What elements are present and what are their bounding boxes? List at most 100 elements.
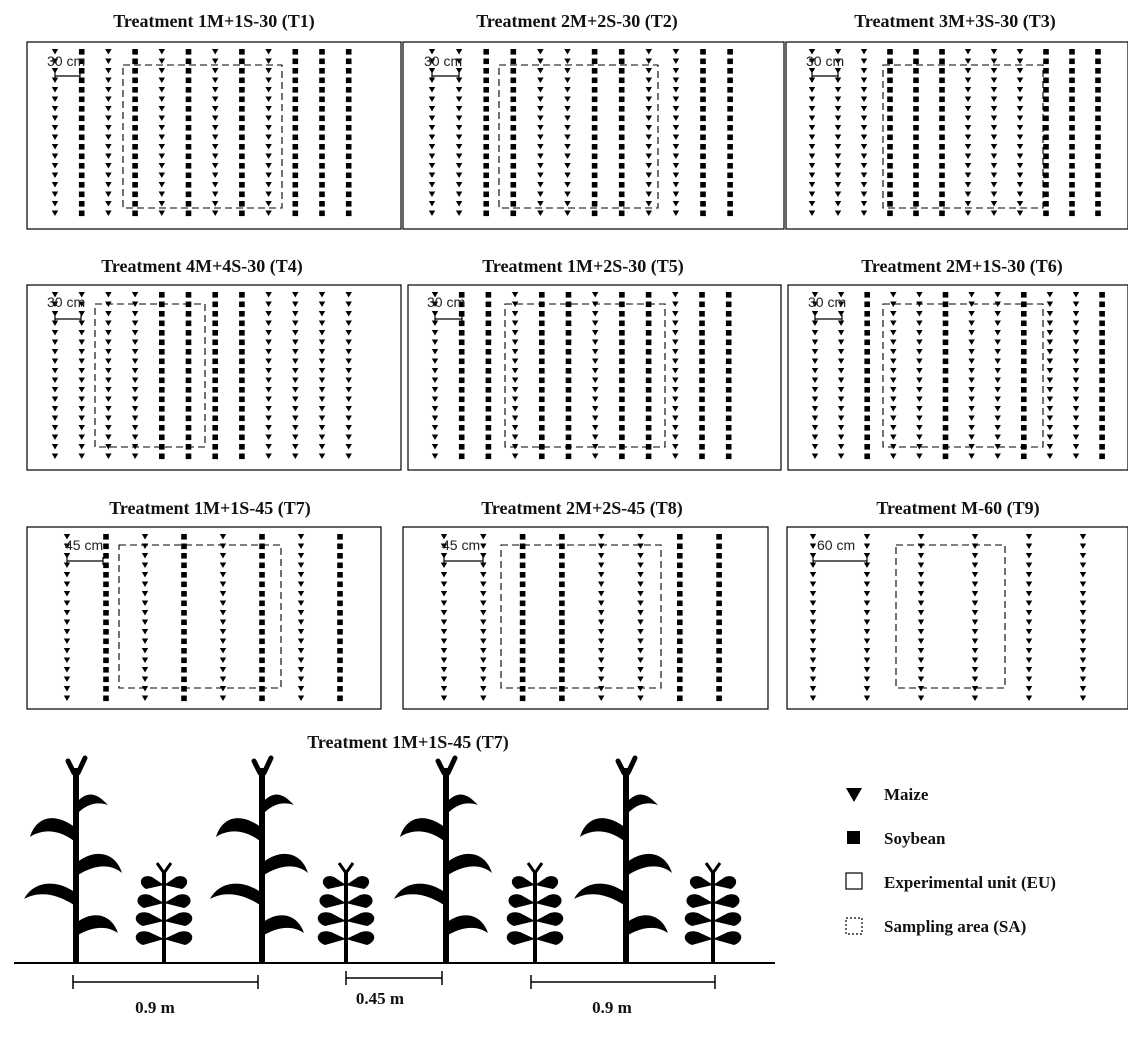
soybean-plant-marker bbox=[565, 358, 572, 365]
soybean-plant-marker bbox=[510, 106, 517, 112]
soybean-plant-marker bbox=[699, 349, 705, 355]
maize-plant-marker bbox=[345, 368, 352, 374]
soybean-row bbox=[913, 49, 919, 217]
maize-plant-marker bbox=[1025, 600, 1033, 606]
maize-plant-marker bbox=[890, 320, 897, 326]
maize-plant-marker bbox=[890, 387, 897, 393]
maize-plant-icon bbox=[24, 758, 122, 963]
maize-plant-marker bbox=[141, 572, 149, 578]
maize-plant-marker bbox=[994, 320, 1001, 326]
soybean-plant-marker bbox=[181, 534, 187, 540]
maize-plant-marker bbox=[837, 311, 845, 317]
maize-plant-marker bbox=[863, 600, 871, 606]
maize-plant-marker bbox=[1046, 425, 1054, 431]
soybean-plant-marker bbox=[239, 349, 245, 355]
maize-plant-marker bbox=[440, 610, 448, 616]
soybean-row bbox=[887, 49, 893, 217]
maize-plant-marker bbox=[637, 534, 644, 540]
soybean-plant-marker bbox=[337, 619, 343, 626]
maize-plant-marker bbox=[1025, 610, 1033, 616]
soybean-plant-marker bbox=[485, 377, 492, 384]
soybean-plant-marker bbox=[103, 543, 109, 550]
maize-plant-marker bbox=[480, 676, 487, 682]
soybean-plant-marker bbox=[942, 320, 949, 327]
maize-plant-marker bbox=[440, 572, 448, 578]
maize-plant-marker bbox=[63, 676, 71, 682]
soybean-plant-marker bbox=[1021, 320, 1027, 327]
maize-plant-marker bbox=[431, 453, 439, 459]
soybean-plant-marker bbox=[319, 210, 325, 217]
soybean-plant-marker bbox=[677, 695, 683, 702]
maize-plant-marker bbox=[440, 534, 448, 540]
maize-plant-marker bbox=[811, 406, 819, 412]
maize-plant-marker bbox=[672, 368, 679, 374]
soybean-plant-icon bbox=[505, 861, 565, 965]
soybean-plant-marker bbox=[458, 292, 465, 298]
soybean-row bbox=[565, 292, 572, 460]
soybean-plant-marker bbox=[1069, 134, 1075, 141]
maize-plant-marker bbox=[1072, 434, 1080, 440]
maize-plant-marker bbox=[219, 581, 227, 587]
soybean-plant-marker bbox=[539, 339, 545, 346]
maize-plant-marker bbox=[1072, 387, 1080, 393]
soybean-plant-marker bbox=[519, 591, 526, 597]
dimension-label: 0.45 m bbox=[356, 989, 404, 1008]
soybean-plant-marker bbox=[699, 301, 705, 308]
soybean-plant-marker bbox=[887, 182, 893, 188]
maize-plant-marker bbox=[131, 339, 139, 345]
maize-plant-marker bbox=[860, 58, 868, 64]
maize-plant-marker bbox=[808, 153, 816, 159]
maize-plant-marker bbox=[990, 210, 998, 216]
soybean-plant-marker bbox=[510, 182, 517, 188]
soybean-plant-marker bbox=[887, 68, 893, 74]
maize-plant-marker bbox=[78, 425, 85, 431]
maize-plant-marker bbox=[809, 686, 817, 692]
soybean-plant-marker bbox=[319, 182, 325, 188]
soybean-row bbox=[716, 534, 722, 702]
soybean-plant-marker bbox=[259, 667, 265, 673]
maize-plant-marker bbox=[265, 425, 272, 431]
soybean-plant-marker bbox=[185, 125, 192, 131]
soybean-plant-marker bbox=[565, 349, 572, 355]
maize-plant-marker bbox=[645, 134, 652, 140]
soybean-plant-marker bbox=[259, 562, 265, 569]
maize-plant-marker bbox=[971, 648, 979, 654]
soybean-plant-marker bbox=[913, 134, 919, 141]
maize-plant-marker bbox=[837, 320, 845, 326]
maize-plant-marker bbox=[1072, 358, 1080, 364]
soybean-plant-marker bbox=[913, 106, 919, 112]
maize-plant-marker bbox=[1016, 115, 1024, 121]
maize-plant-marker bbox=[672, 153, 680, 159]
soybean-plant-marker bbox=[239, 115, 245, 122]
soybean-plant-marker bbox=[458, 453, 465, 460]
maize-plant-marker bbox=[219, 695, 227, 701]
maize-plant-marker bbox=[537, 163, 544, 169]
maize-plant-marker bbox=[297, 619, 305, 625]
maize-plant-marker bbox=[431, 444, 439, 450]
maize-plant-marker bbox=[78, 330, 85, 336]
maize-plant-marker bbox=[834, 191, 842, 197]
soybean-row bbox=[699, 292, 705, 460]
soybean-row bbox=[1021, 292, 1027, 460]
soybean-plant-marker bbox=[259, 610, 265, 616]
soybean-plant-marker bbox=[913, 191, 919, 198]
maize-plant-marker bbox=[78, 320, 85, 326]
maize-plant-marker bbox=[592, 406, 599, 412]
maize-plant-marker bbox=[971, 534, 979, 540]
maize-plant-marker bbox=[1016, 163, 1024, 169]
maize-plant-marker bbox=[564, 115, 571, 121]
maize-plant-marker bbox=[860, 134, 868, 140]
legend-label: Experimental unit (EU) bbox=[884, 873, 1056, 892]
maize-plant-marker bbox=[964, 144, 972, 150]
maize-plant-marker bbox=[860, 77, 868, 83]
soybean-plant-marker bbox=[727, 210, 733, 217]
maize-plant-marker bbox=[455, 87, 463, 93]
maize-row bbox=[78, 292, 85, 459]
maize-plant-marker bbox=[1016, 77, 1024, 83]
soybean-plant-marker bbox=[618, 106, 625, 112]
soybean-plant-marker bbox=[103, 600, 109, 607]
soybean-plant-marker bbox=[78, 58, 85, 65]
maize-plant-marker bbox=[51, 358, 59, 364]
soybean-plant-marker bbox=[591, 77, 598, 84]
sampling-area-box bbox=[118, 544, 282, 689]
